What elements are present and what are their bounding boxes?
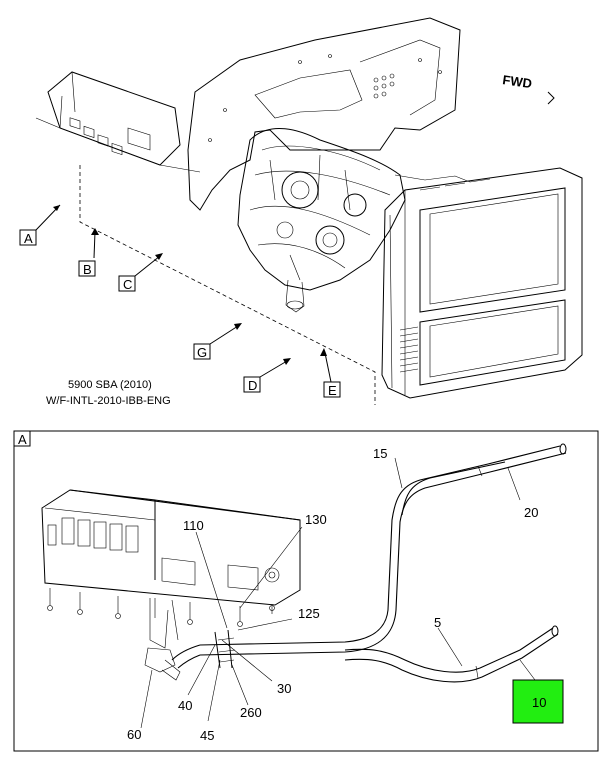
detail-module-bolts: [47, 588, 275, 627]
svg-text:A: A: [18, 432, 27, 447]
svg-text:C: C: [123, 277, 132, 292]
svg-text:A: A: [24, 231, 33, 246]
highlighted-callout-box[interactable]: [512, 679, 564, 724]
coolant-pipes: [171, 443, 567, 683]
callout-125: 125: [298, 606, 320, 621]
forward-arrow-icon: [547, 91, 555, 105]
callout-20: 20: [524, 505, 538, 520]
electronic-module: [35, 71, 201, 173]
callout-60: 60: [127, 727, 141, 742]
detail-module: [41, 489, 301, 681]
engine-block: [237, 127, 406, 313]
callout-15: 15: [373, 446, 387, 461]
radiator-fins: [399, 178, 491, 373]
callout-130: 130: [305, 512, 327, 527]
callout-leaders: [140, 457, 536, 729]
radiator-package: [381, 167, 583, 399]
callout-30: 30: [277, 681, 291, 696]
view-label-g: G: [193, 323, 242, 360]
view-label-b: B: [78, 228, 99, 277]
detail-view-frame: [13, 430, 599, 752]
callout-45: 45: [200, 728, 214, 743]
svg-text:G: G: [197, 345, 207, 360]
frame-panel: [187, 17, 461, 211]
forward-label: FWD: [502, 72, 533, 91]
model-caption-line-2: W/F-INTL-2010-IBB-ENG: [46, 395, 171, 407]
view-label-c: C: [118, 253, 163, 292]
callout-110: 110: [183, 518, 204, 533]
engine-assembly-illustration: [35, 17, 583, 405]
svg-text:B: B: [83, 262, 92, 277]
model-caption-line-1: 5900 SBA (2010): [68, 379, 152, 391]
view-label-d: D: [243, 358, 291, 393]
frame-holes: [208, 54, 442, 142]
ground-outline: [79, 165, 376, 405]
view-label-a: A: [19, 204, 61, 246]
view-label-e: E: [320, 348, 341, 398]
module-connectors: [69, 117, 123, 156]
callout-40: 40: [178, 698, 192, 713]
detail-module-connectors: [47, 517, 139, 553]
svg-text:E: E: [328, 383, 337, 398]
callout-260: 260: [240, 705, 262, 720]
callout-10[interactable]: 10: [532, 695, 546, 710]
detail-view-label: A: [13, 430, 31, 447]
callout-5: 5: [434, 615, 441, 630]
svg-text:D: D: [248, 378, 257, 393]
